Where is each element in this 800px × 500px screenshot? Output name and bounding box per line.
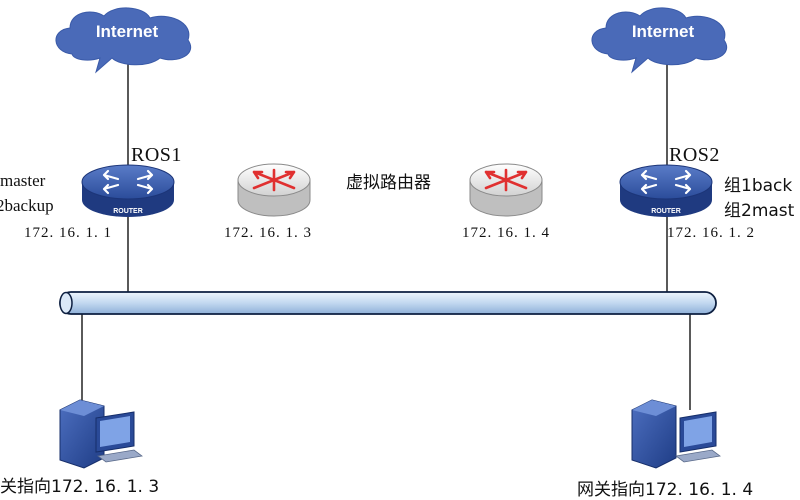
- ros2-name-label: ROS2: [669, 144, 720, 166]
- pc-left-gateway-label: 关指向172. 16. 1. 3: [0, 477, 160, 497]
- router-ros2-icon: ROUTER: [619, 164, 713, 217]
- virtual-router-b-icon: [469, 163, 543, 217]
- virtual-router-label: 虚拟路由器: [346, 173, 431, 193]
- internet-label-left: Internet: [96, 22, 159, 41]
- ros1-group1-label: master: [0, 171, 46, 190]
- internet-cloud-right: Internet: [591, 7, 727, 74]
- internet-cloud-left: Internet: [55, 7, 191, 74]
- router-ros1-icon: ROUTER: [81, 164, 175, 217]
- ros1-router-badge: ROUTER: [113, 208, 143, 215]
- ros2-router-badge: ROUTER: [651, 208, 681, 215]
- ros1-group2-label: 2backup: [0, 196, 54, 215]
- virtual-router-a-ip-label: 172. 16. 1. 3: [224, 225, 312, 241]
- virtual-router-a-icon: [237, 163, 311, 217]
- lan-bus: [59, 291, 717, 315]
- internet-label-right: Internet: [632, 22, 695, 41]
- ros2-ip-label: 172. 16. 1. 2: [667, 225, 755, 241]
- pc-left-icon: [59, 399, 143, 469]
- ros2-group1-label: 组1back: [724, 176, 793, 196]
- ros1-name-label: ROS1: [131, 144, 182, 166]
- pc-right-gateway-label: 网关指向172. 16. 1. 4: [577, 480, 754, 500]
- virtual-router-b-ip-label: 172. 16. 1. 4: [462, 225, 550, 241]
- ros1-ip-label: 172. 16. 1. 1: [24, 225, 112, 241]
- pc-right-icon: [631, 399, 721, 469]
- ros2-group2-label: 组2mast: [724, 201, 795, 221]
